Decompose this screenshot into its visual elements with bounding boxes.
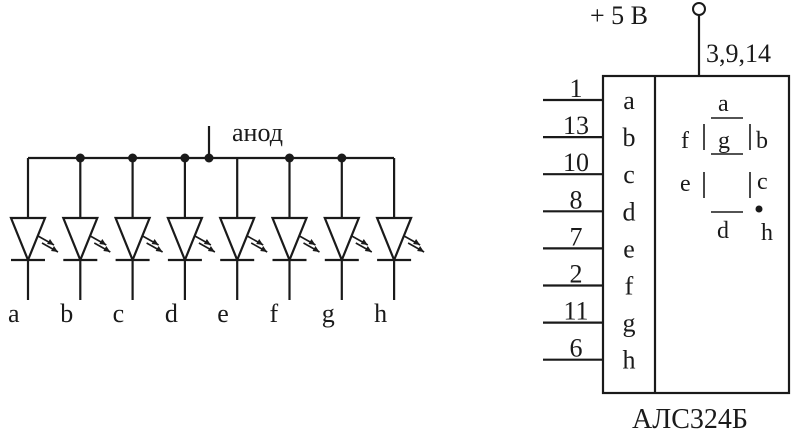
bus-junction-dot <box>180 153 190 163</box>
led-triangle <box>9 216 47 263</box>
seg-label-e: e <box>680 171 691 197</box>
led-light-arrows <box>403 235 425 253</box>
pin-segment-letter: g <box>623 309 636 338</box>
led-f: f <box>270 158 320 328</box>
led-triangle <box>375 216 413 263</box>
led-triangle <box>218 216 256 263</box>
bus-junction-dot <box>285 153 294 163</box>
led-b: b <box>60 158 111 328</box>
led-light-arrows <box>299 235 320 253</box>
pin-number: 11 <box>563 297 588 326</box>
pin-number: 6 <box>570 334 583 363</box>
led-d: d <box>165 158 216 328</box>
pin-number: 10 <box>563 148 589 177</box>
led-h: h <box>374 158 425 328</box>
bus-junction-dot <box>75 153 85 163</box>
led-c: c <box>113 158 163 328</box>
common-pins-label: 3,9,14 <box>706 39 771 68</box>
led-label: h <box>374 299 387 328</box>
led-label: c <box>113 299 125 328</box>
led-triangle <box>113 216 152 263</box>
pin-segment-letter: f <box>625 272 634 301</box>
led-label: f <box>270 299 279 328</box>
pin-number: 8 <box>570 185 583 214</box>
supply-label: + 5 В <box>590 1 648 30</box>
led-light-arrows <box>351 235 373 253</box>
led-light-arrows <box>37 235 59 253</box>
chip-name: АЛС324Б <box>632 404 748 435</box>
led-light-arrows <box>89 235 111 253</box>
chip-body <box>601 74 791 395</box>
pin-number: 13 <box>563 111 589 140</box>
anode-label: анод <box>232 118 283 147</box>
led-array: анод a b c d e f g h <box>8 118 425 328</box>
led-triangle <box>323 216 361 263</box>
led-triangle <box>270 216 309 263</box>
led-label: e <box>217 299 229 328</box>
seg-label-c: c <box>757 169 768 195</box>
seg-label-a: a <box>718 91 729 117</box>
pin-segment-letter: a <box>623 86 635 115</box>
led-label: d <box>165 299 178 328</box>
pin-segment-letter: c <box>623 160 635 189</box>
led-g: g <box>322 158 373 328</box>
pin-10: 10 c <box>543 148 635 189</box>
pin-segment-letter: h <box>623 346 636 375</box>
pin-segment-letter: e <box>623 234 635 263</box>
segment-h-dot <box>755 205 763 213</box>
led-triangle <box>166 216 204 263</box>
seg-label-f: f <box>681 128 689 154</box>
pin-11: 11 g <box>543 297 636 338</box>
bus-junction-dot <box>128 153 138 163</box>
pin-number: 2 <box>570 260 583 289</box>
led-light-arrows <box>246 235 268 253</box>
bus-junction-dot <box>337 153 347 163</box>
led-label: b <box>60 299 73 328</box>
supply-terminal <box>692 2 706 16</box>
seg-label-d: d <box>717 218 729 244</box>
led-label: g <box>322 299 335 328</box>
seg-label-g: g <box>718 128 730 154</box>
pin-number: 1 <box>570 74 583 103</box>
pin-segment-letter: b <box>623 123 636 152</box>
led-a: a <box>8 158 59 328</box>
seven-segment-pictogram: a f g b e c d h <box>680 91 773 246</box>
led-light-arrows <box>194 235 216 253</box>
seg-label-h: h <box>761 220 773 246</box>
pin-segment-letter: d <box>623 197 636 226</box>
anode-junction-dot <box>204 153 214 163</box>
led-light-arrows <box>142 235 163 253</box>
pin-number: 7 <box>570 222 583 251</box>
led-triangle <box>61 216 99 263</box>
pin-13: 13 b <box>543 111 636 152</box>
led-e: e <box>217 158 268 328</box>
seg-label-b: b <box>756 128 768 154</box>
led-label: a <box>8 299 20 328</box>
